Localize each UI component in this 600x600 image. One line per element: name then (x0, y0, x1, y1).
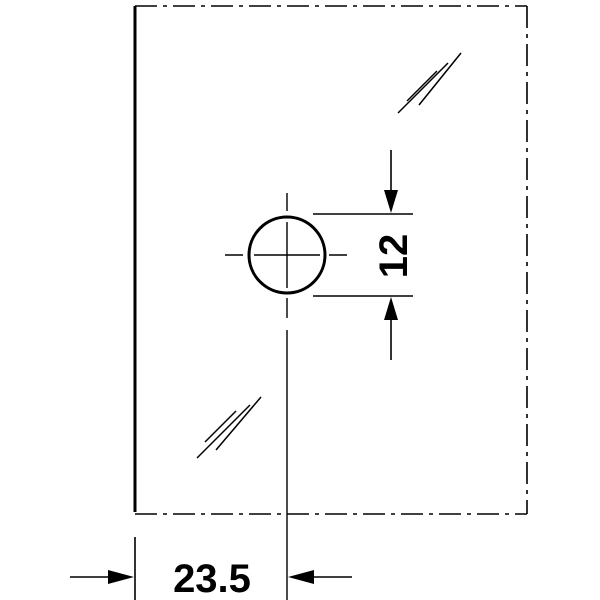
glass-hatch-top (397, 52, 462, 114)
hole-diameter-label: 12 (372, 234, 416, 279)
offset-dimension (70, 537, 352, 600)
hole-offset-label: 23.5 (173, 557, 251, 600)
diameter-dimension (313, 150, 413, 360)
glass-hatch-bottom (196, 396, 262, 459)
drill-hole-circle (247, 215, 327, 295)
offset-arrow-right-icon (108, 570, 134, 584)
glass-panel (133, 5, 528, 515)
hole-centerlines (225, 193, 347, 600)
dimension-arrow-down-icon (384, 190, 398, 213)
dimension-arrow-up-icon (384, 297, 398, 320)
offset-arrow-left-icon (288, 570, 314, 584)
panel-outline-dashdot (135, 5, 528, 515)
